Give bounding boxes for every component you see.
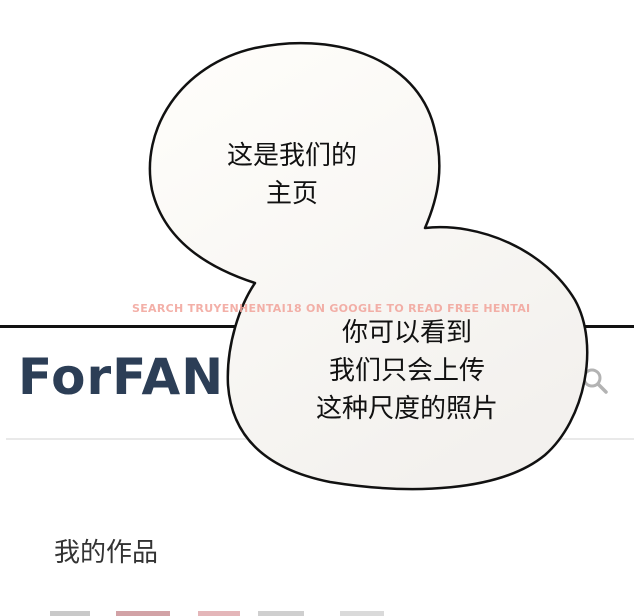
site-logo[interactable]: ForFAN bbox=[18, 348, 225, 406]
speech-bubble-shape bbox=[148, 41, 589, 491]
bubble-line: 这种尺度的照片 bbox=[315, 394, 498, 424]
bubble-line: 我们只会上传 bbox=[328, 356, 485, 386]
work-thumbnail[interactable] bbox=[340, 611, 384, 616]
work-thumbnail[interactable] bbox=[198, 611, 240, 616]
works-thumbnail-row bbox=[50, 609, 610, 616]
work-thumbnail[interactable] bbox=[258, 611, 304, 616]
bubble-line: 你可以看到 bbox=[341, 318, 472, 348]
watermark-text: SEARCH TRUYENHENTAI18 ON GOOGLE TO READ … bbox=[132, 302, 531, 315]
work-thumbnail[interactable] bbox=[50, 611, 90, 616]
bubble-line: 这是我们的 bbox=[226, 141, 357, 171]
speech-bubble-text-2: 你可以看到 我们只会上传 这种尺度的照片 bbox=[282, 314, 532, 428]
work-thumbnail[interactable] bbox=[116, 611, 170, 616]
my-works-heading: 我的作品 bbox=[54, 538, 159, 568]
bubble-line: 主页 bbox=[265, 179, 318, 209]
speech-bubble-text-1: 这是我们的 主页 bbox=[200, 137, 384, 213]
